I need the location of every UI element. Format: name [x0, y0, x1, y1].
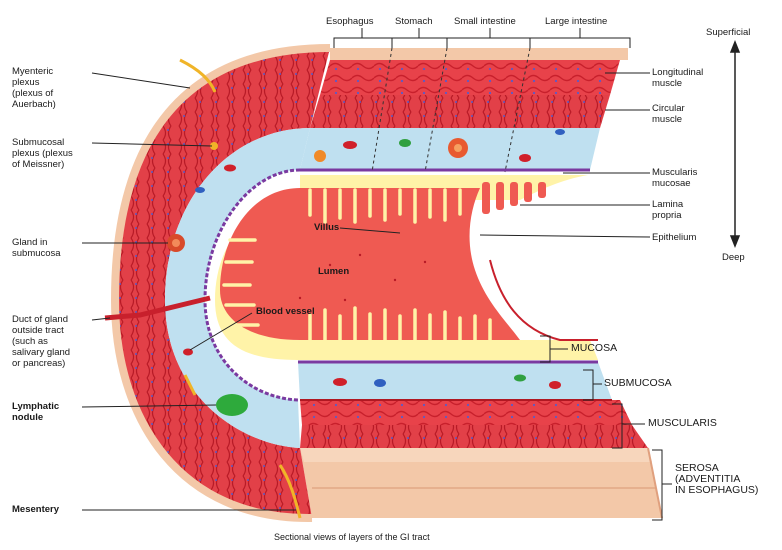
label-villus: Villus	[314, 222, 339, 233]
label-longitudinal-muscle: Longitudinal muscle	[652, 67, 703, 89]
label-submucosal-plexus: Submucosal plexus (plexus of Meissner)	[12, 137, 73, 170]
label-superficial: Superficial	[706, 27, 750, 38]
label-submucosa: SUBMUCOSA	[604, 378, 672, 389]
label-large-intestine: Large intestine	[545, 16, 607, 27]
label-stomach: Stomach	[395, 16, 433, 27]
figure-caption: Sectional views of layers of the GI trac…	[274, 532, 430, 543]
label-muscularis: MUSCULARIS	[648, 418, 717, 429]
label-serosa: SEROSA (ADVENTITIA IN ESOPHAGUS)	[675, 463, 758, 496]
label-gland-in-submucosa: Gland in submucosa	[12, 237, 61, 259]
depth-arrow	[731, 42, 739, 246]
gland-stomach	[448, 138, 468, 158]
label-mucosa: MUCOSA	[571, 343, 617, 354]
label-duct-of-gland: Duct of gland outside tract (such as sal…	[12, 314, 70, 369]
serosa-layer	[300, 448, 662, 518]
label-blood-vessel: Blood vessel	[256, 306, 315, 317]
label-deep: Deep	[722, 252, 745, 263]
label-muscularis-mucosae: Muscularis mucosae	[652, 167, 697, 189]
lymphatic-nodule	[216, 394, 248, 416]
label-lymphatic-nodule: Lymphatic nodule	[12, 401, 59, 423]
label-myenteric-plexus: Myenteric plexus (plexus of Auerbach)	[12, 66, 56, 110]
top-brackets	[334, 28, 630, 48]
label-small-intestine: Small intestine	[454, 16, 516, 27]
submucosal-gland	[167, 234, 185, 252]
label-mesentery: Mesentery	[12, 504, 59, 515]
label-epithelium: Epithelium	[652, 232, 696, 243]
label-esophagus: Esophagus	[326, 16, 374, 27]
label-lamina-propria: Lamina propria	[652, 199, 683, 221]
label-circular-muscle: Circular muscle	[652, 103, 685, 125]
label-lumen: Lumen	[318, 266, 349, 277]
